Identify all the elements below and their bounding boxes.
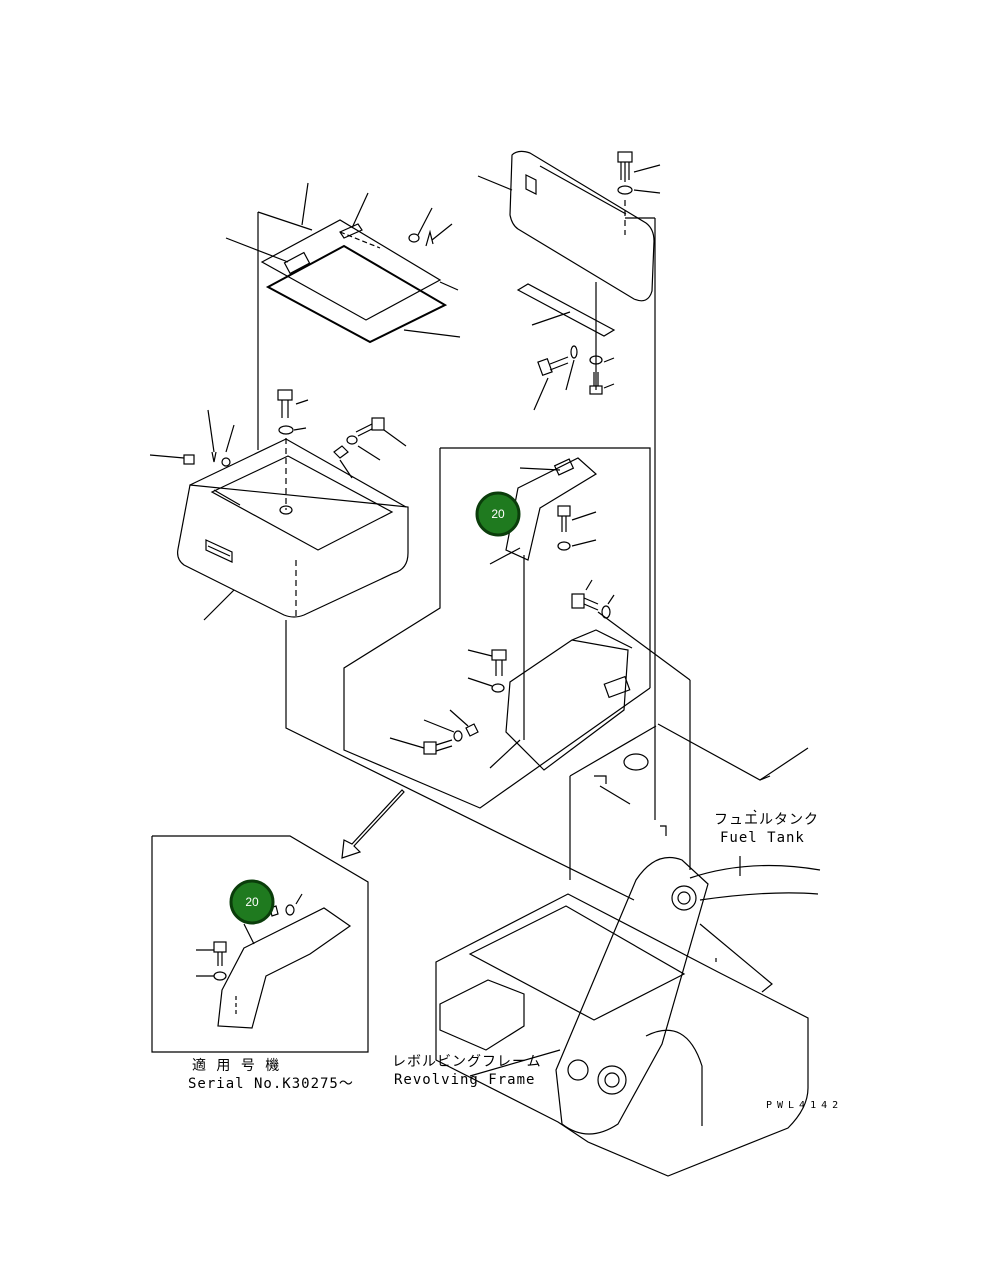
nut-icon xyxy=(333,445,349,459)
direction-arrow xyxy=(341,789,405,859)
bolt-icon xyxy=(355,417,385,437)
bolt-icon xyxy=(537,356,569,377)
washer-icon xyxy=(453,730,463,742)
inset-bracket xyxy=(217,907,352,1029)
callout-number: 20 xyxy=(245,895,259,909)
bolt-icon xyxy=(617,151,633,182)
washer-icon xyxy=(557,541,571,551)
cover-plate xyxy=(260,219,442,321)
washer-icon xyxy=(491,683,505,693)
nut-icon xyxy=(465,723,479,737)
bolt-icon xyxy=(277,389,293,418)
bolt-icon xyxy=(557,505,571,532)
counterweight-block xyxy=(439,979,525,1051)
latch-icon xyxy=(183,454,195,465)
cover-gasket xyxy=(265,244,448,344)
toolbox-assembly xyxy=(149,389,409,621)
boom-bracket xyxy=(555,856,709,1135)
washer-icon xyxy=(617,185,633,195)
top-cover-assembly xyxy=(225,182,461,450)
bolt-icon xyxy=(589,372,603,395)
fuel-tank xyxy=(569,723,809,880)
callout-20-inset[interactable]: 20 xyxy=(229,879,275,925)
bolt-icon xyxy=(423,739,453,755)
cover-label-plate xyxy=(283,251,311,275)
toolbox-handle xyxy=(205,539,233,563)
washer-icon xyxy=(589,355,603,365)
cover-bracket xyxy=(516,283,616,337)
bolt-icon xyxy=(213,941,227,966)
fuel-tank-label-jp: フュエルタンク xyxy=(714,812,819,828)
clip-icon xyxy=(425,229,434,247)
washer-icon xyxy=(570,345,578,359)
callout-number: 20 xyxy=(491,507,505,521)
inset-detail xyxy=(151,835,369,1053)
bolt-icon xyxy=(571,593,599,611)
side-cover-assembly xyxy=(477,150,661,820)
washer-icon xyxy=(408,233,420,243)
callout-20-main[interactable]: 20 xyxy=(475,491,521,537)
cover-handle xyxy=(525,174,537,195)
serial-label-en: Serial No.K30275～ xyxy=(188,1076,354,1092)
fuel-cap-icon xyxy=(623,753,649,771)
drawing-code: PWL4142 xyxy=(766,1100,843,1111)
revolving-frame-label-en: Revolving Frame xyxy=(394,1072,535,1088)
revolving-frame-label-jp: レボルビングフレーム xyxy=(392,1054,542,1070)
upper-bracket xyxy=(505,457,598,561)
bolt-icon xyxy=(491,649,507,676)
washer-icon xyxy=(285,904,295,916)
serial-label-jp: 適 用 号 機 xyxy=(192,1057,280,1074)
side-cover-panel xyxy=(509,150,655,302)
washer-icon xyxy=(213,971,227,981)
battery-box-enclosure xyxy=(285,447,691,901)
washer-icon xyxy=(346,435,358,445)
toolbox-body xyxy=(177,484,409,618)
revolving-frame xyxy=(435,856,821,1177)
fuel-tank-label-en: Fuel Tank xyxy=(720,830,805,846)
battery-box xyxy=(505,639,629,771)
washer-icon xyxy=(278,425,294,435)
